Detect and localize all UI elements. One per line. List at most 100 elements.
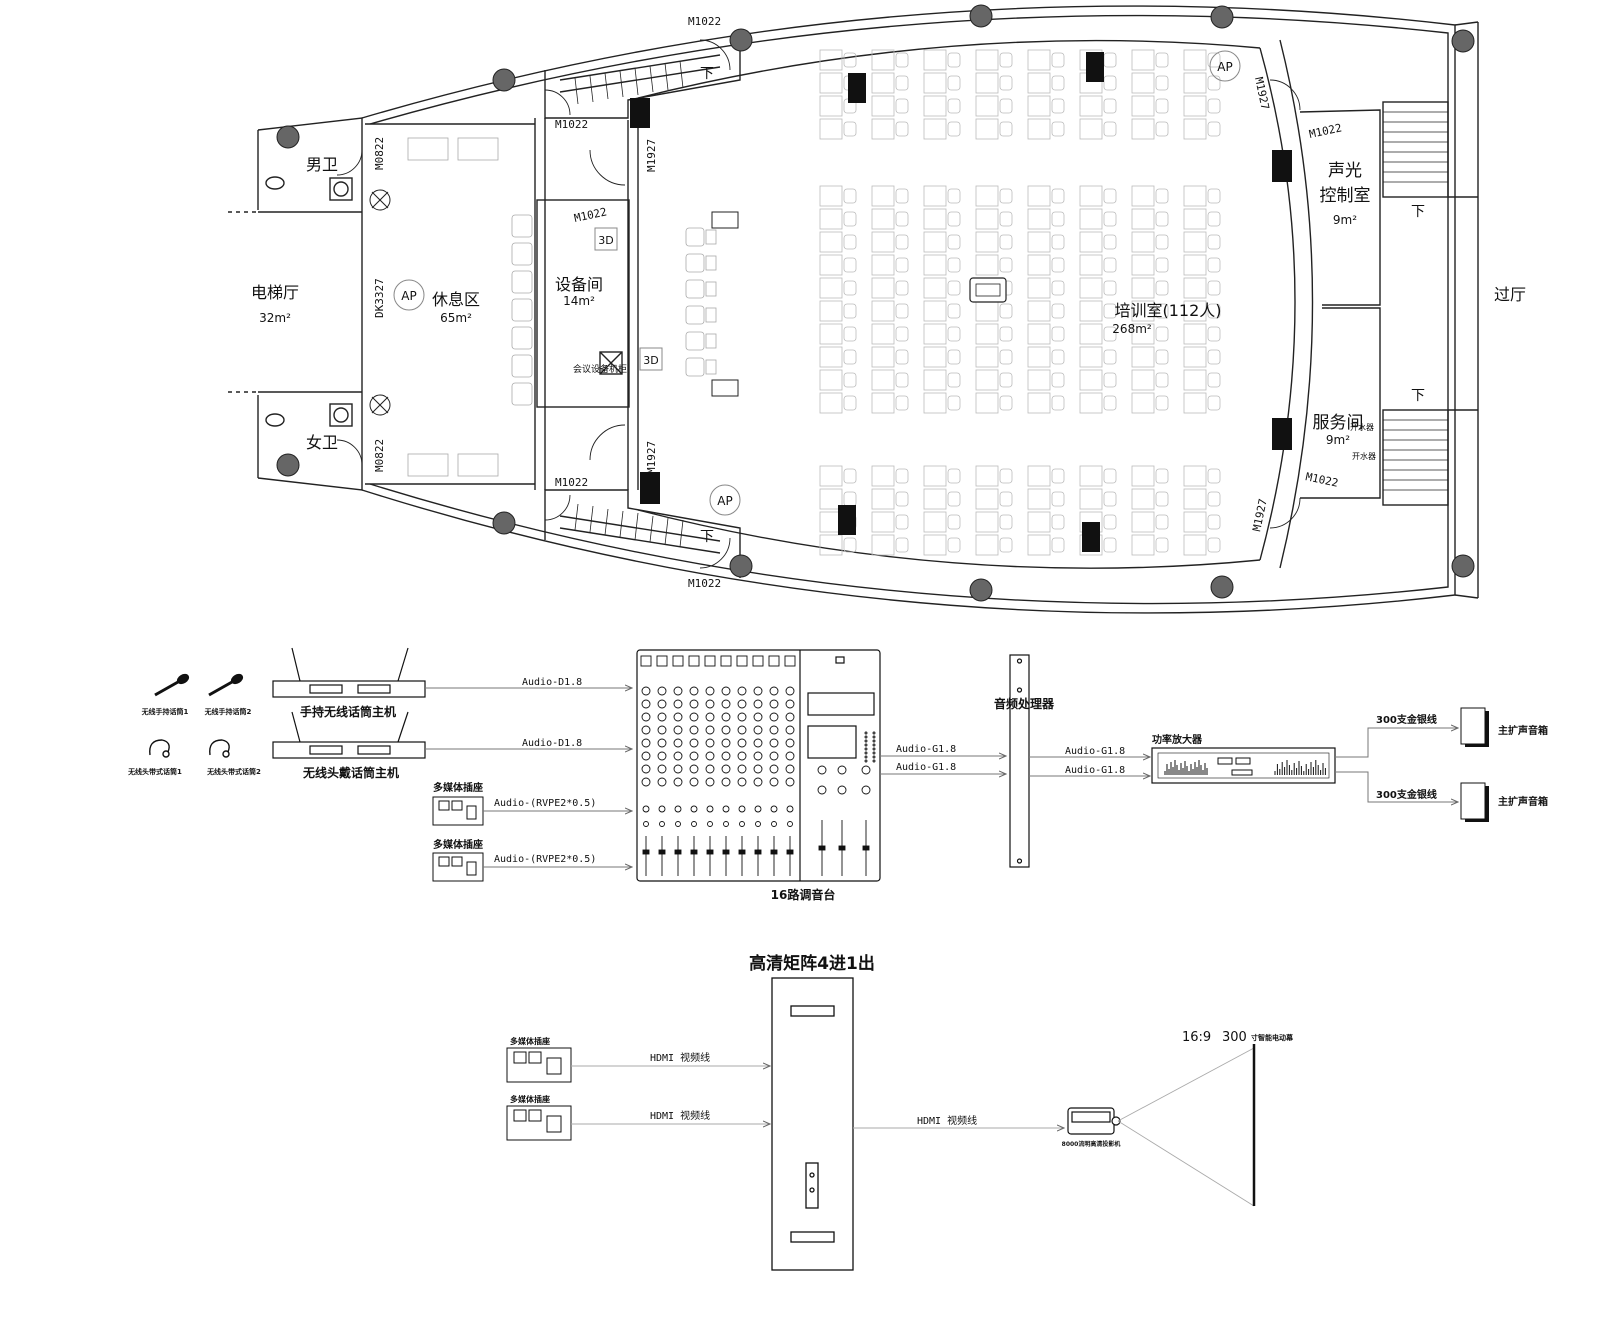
ap-mark: AP xyxy=(717,494,732,508)
power-amplifier xyxy=(1151,747,1336,784)
door-code: M0822 xyxy=(373,137,386,170)
room-name-control-1: 声光 xyxy=(1328,161,1362,181)
room-area-lounge: 65m² xyxy=(440,311,472,325)
projector-icon xyxy=(1067,1107,1121,1135)
speaker-marker xyxy=(1272,418,1292,450)
room-area-control: 9m² xyxy=(1333,213,1357,227)
speaker-marker xyxy=(1272,150,1292,182)
equipment-rack-label: 会议设备机柜 xyxy=(573,363,627,375)
audio-processor xyxy=(1009,654,1030,868)
cable-label: Audio-G1.8 xyxy=(1065,746,1125,757)
speaker-marker xyxy=(630,98,650,128)
multimedia-socket xyxy=(432,796,484,882)
room-area-service: 9m² xyxy=(1326,433,1350,447)
speaker-marker xyxy=(848,73,866,103)
speaker-wire-label: 300支金银线 xyxy=(1376,788,1437,801)
speaker-marker xyxy=(1086,52,1104,82)
socket-label: 多媒体插座 xyxy=(433,838,483,851)
3d-mark: 3D xyxy=(598,234,613,247)
ap-mark: AP xyxy=(1217,60,1232,74)
room-name-equipment: 设备间 xyxy=(555,275,603,294)
door-code: M1022 xyxy=(688,577,721,590)
cable-label: Audio-G1.8 xyxy=(896,762,956,773)
receiver-label: 无线头戴话筒主机 xyxy=(302,765,399,780)
amplifier-label: 功率放大器 xyxy=(1152,733,1203,746)
outer-wall xyxy=(361,5,1456,614)
processor-label: 音频处理器 xyxy=(994,696,1055,711)
handheld-mic-icon xyxy=(154,673,244,697)
cable-label: HDMI 视频线 xyxy=(650,1051,710,1064)
door-code: M1927 xyxy=(645,139,658,172)
plan-sockets xyxy=(711,211,739,397)
stair-down-mark: 下 xyxy=(1411,388,1425,404)
door-code: M0822 xyxy=(373,439,386,472)
door-code: M1927 xyxy=(645,441,658,474)
training-room-seating xyxy=(819,49,1221,556)
stair-down-mark: 下 xyxy=(700,66,714,82)
headset-mic-icon xyxy=(149,739,230,758)
mic-label: 无线头带式话筒2 xyxy=(206,767,261,776)
3d-mark: 3D xyxy=(643,354,658,367)
room-name-lobby: 过厅 xyxy=(1494,285,1526,304)
door-code: M1022 xyxy=(555,476,588,489)
stair-down-mark: 下 xyxy=(1411,204,1425,220)
speaker-wire-label: 300支金银线 xyxy=(1376,713,1437,726)
water-heater-label: 开水器 xyxy=(1352,451,1376,461)
audio-diagram: 无线手持话筒1 无线手持话筒2 无线头带式话筒1 无线头带式话筒2 手持无线话筒… xyxy=(127,647,1548,902)
door-code: M1022 xyxy=(1308,121,1343,141)
room-name-service: 服务间 xyxy=(1313,413,1364,433)
fan-fixtures xyxy=(369,189,391,416)
room-name-control-2: 控制室 xyxy=(1320,186,1371,206)
mic-label: 无线手持话筒1 xyxy=(141,707,189,716)
cable-label: Audio-G1.8 xyxy=(896,744,956,755)
speaker-label: 主扩声音箱 xyxy=(1498,724,1548,737)
door-code: M1022 xyxy=(688,15,721,28)
room-name-elevator-hall: 电梯厅 xyxy=(251,283,299,302)
cable-label: Audio-G1.8 xyxy=(1065,765,1125,776)
cable-label: Audio-(RVPE2*0.5) xyxy=(494,854,596,865)
screen-size: 300 xyxy=(1222,1030,1247,1045)
wireless-receiver xyxy=(272,647,426,759)
speaker-marker xyxy=(1082,522,1100,552)
stair-down-mark: 下 xyxy=(700,529,714,545)
ap-mark: AP xyxy=(401,289,416,303)
hd-matrix xyxy=(771,977,854,1271)
door-code: M1927 xyxy=(1250,498,1270,533)
socket-label: 多媒体插座 xyxy=(510,1036,550,1046)
mixer-console xyxy=(636,649,881,882)
structural-columns xyxy=(276,4,1475,602)
mic-label: 无线手持话筒2 xyxy=(204,707,252,716)
main-speaker-icon xyxy=(1460,707,1489,822)
ceiling-projector xyxy=(969,277,1007,303)
door-code: DK3327 xyxy=(373,278,386,318)
screen-ratio: 16:9 xyxy=(1182,1030,1211,1045)
door-code: M1022 xyxy=(555,118,588,131)
room-area-elevator-hall: 32m² xyxy=(259,311,291,325)
projector-label: 8000流明高清投影机 xyxy=(1062,1140,1121,1148)
floor-plan xyxy=(228,5,1479,614)
room-speakers xyxy=(630,52,1292,552)
room-name-male-wc: 男卫 xyxy=(306,155,338,174)
cable-label: HDMI 视频线 xyxy=(650,1109,710,1122)
socket-label: 多媒体插座 xyxy=(433,781,483,794)
mic-label: 无线头带式话筒1 xyxy=(127,767,182,776)
cable-label: Audio-D1.8 xyxy=(522,738,582,749)
speaker-label: 主扩声音箱 xyxy=(1498,795,1548,808)
screen-desc: 寸智能电动幕 xyxy=(1251,1033,1294,1042)
room-area-equipment: 14m² xyxy=(563,294,595,308)
video-diagram: 高清矩阵4进1出 多媒体插座 多媒体插座 HDMI 视频线 HDM xyxy=(506,953,1294,1271)
matrix-title: 高清矩阵4进1出 xyxy=(749,953,875,974)
receiver-label: 手持无线话筒主机 xyxy=(300,704,396,719)
room-name-female-wc: 女卫 xyxy=(306,433,338,452)
door-code: M1022 xyxy=(573,205,608,225)
amplifier-meter xyxy=(1164,757,1326,776)
mixer-knobs xyxy=(640,655,876,876)
door-code: M1022 xyxy=(1304,470,1339,490)
cable-label: Audio-(RVPE2*0.5) xyxy=(494,798,596,809)
room-name-training: 培训室(112人) xyxy=(1114,301,1221,320)
water-heater-label: 开水器 xyxy=(1350,422,1374,432)
multimedia-socket xyxy=(506,1047,572,1141)
room-area-training: 268m² xyxy=(1112,322,1152,336)
room-name-lounge: 休息区 xyxy=(432,290,480,309)
